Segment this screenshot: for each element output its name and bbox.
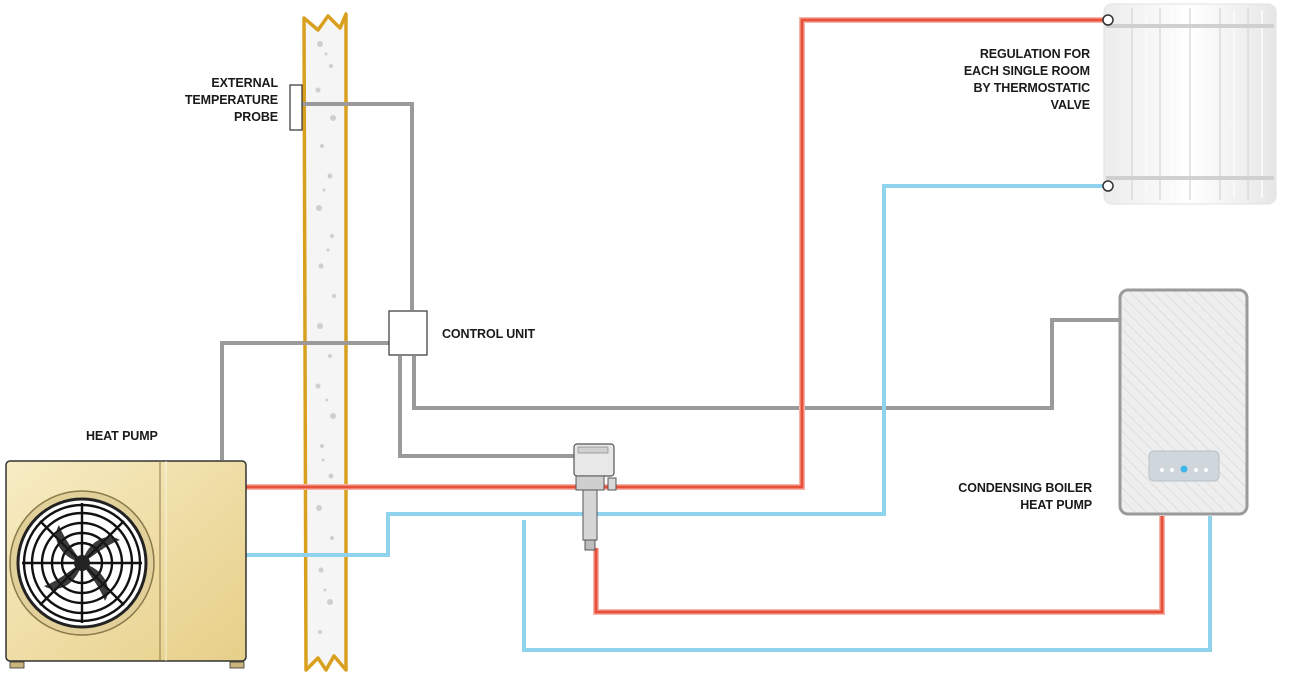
cold-pipes <box>246 184 1212 652</box>
mixing-valve-icon <box>573 443 617 551</box>
condensing-boiler-label: CONDENSING BOILER HEAT PUMP <box>958 481 1092 512</box>
thermostatic-regulation-label: REGULATION FOR EACH SINGLE ROOM BY THERM… <box>963 47 1090 112</box>
valve-control-wire <box>398 356 574 458</box>
boiler-control-wire <box>412 318 1120 410</box>
probe-wire <box>302 102 414 310</box>
heat-pump-label: HEAT PUMP <box>86 429 158 443</box>
signal-wires <box>220 102 1120 460</box>
temperature-probe-icon <box>289 84 303 131</box>
control-unit-box-icon <box>388 310 428 356</box>
hot-pipes <box>246 17 1165 615</box>
condensing-boiler-icon <box>1118 288 1249 516</box>
heat-pump-fan-unit-icon <box>5 460 247 669</box>
radiator-icon <box>1102 3 1277 205</box>
external-temperature-probe-label: EXTERNAL TEMPERATURE PROBE <box>184 76 278 124</box>
control-unit-label: CONTROL UNIT <box>442 327 536 341</box>
heat-pump-control-wire <box>220 341 390 460</box>
